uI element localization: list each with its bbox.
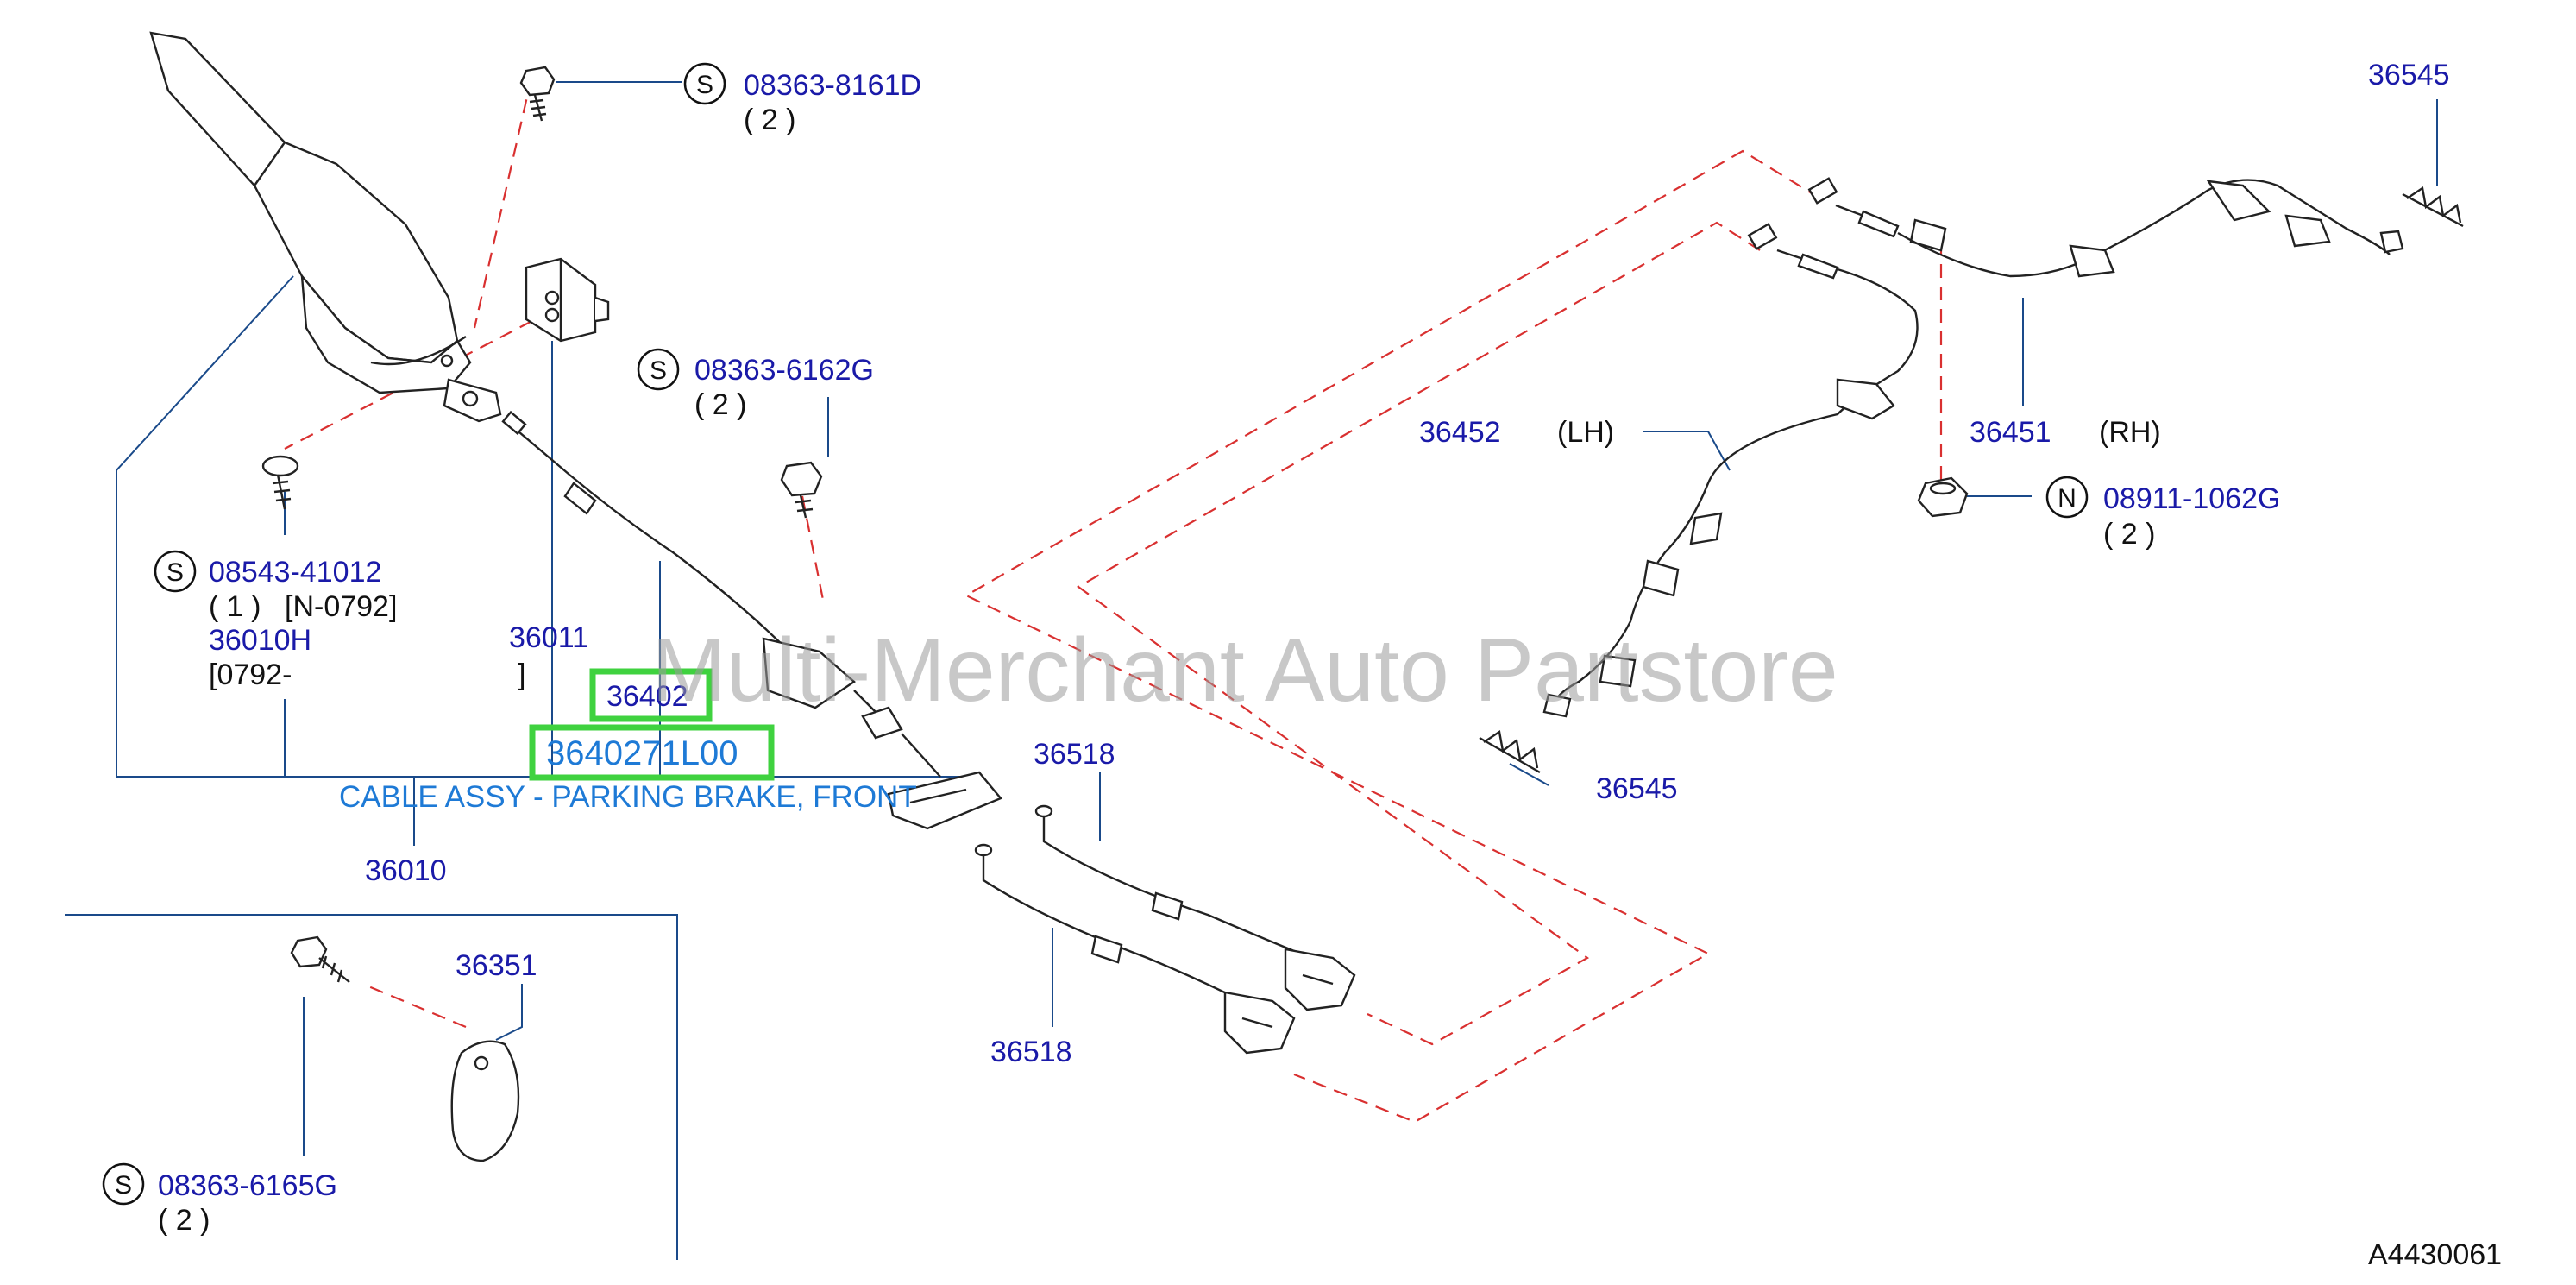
callout-08363-6162g[interactable]: S 08363-6162G ( 2 ) [637, 348, 874, 421]
callout-08363-6165g[interactable]: S 08363-6165G ( 2 ) [102, 1162, 337, 1237]
part-number-36545-upper[interactable]: 36545 [2368, 59, 2450, 91]
part-number-label[interactable]: 08363-6162G [694, 354, 874, 387]
part-number-label[interactable]: 36452 [1419, 416, 1501, 449]
range-label: [0792- [209, 658, 292, 691]
callout-08363-8161d[interactable]: S 08363-8161D ( 2 ) [683, 62, 921, 136]
spring-36545-upper [2402, 186, 2464, 228]
range-end-label: ] [518, 658, 525, 691]
callout-marker-circle [154, 550, 197, 593]
part-number-36011[interactable]: 36011 [509, 621, 588, 654]
part-number-36010[interactable]: 36010 [365, 854, 447, 887]
part-number-label[interactable]: 36010H [209, 624, 311, 657]
quantity-label: ( 2 ) [744, 104, 795, 136]
front-cable-36402 [501, 410, 1002, 830]
part-number-36518-lower[interactable]: 36518 [990, 1036, 1072, 1068]
part-number-36545-lower[interactable]: 36545 [1596, 772, 1678, 805]
highlighted-part[interactable]: 36402 3640271L00 CABLE ASSY - PARKING BR… [339, 668, 917, 814]
link-rod-lower [974, 843, 1296, 1055]
callout-marker-circle [102, 1162, 145, 1206]
screw-icon [261, 455, 299, 510]
part-number-label[interactable]: 08543-41012 [209, 556, 381, 589]
callout-marker-circle [2045, 476, 2089, 519]
bracket-36351 [290, 935, 520, 1162]
spring-36545-lower [1479, 729, 1541, 774]
callout-08911-1062g[interactable]: N 08911-1062G ( 2 ) [2045, 476, 2280, 551]
callout-marker: S [696, 71, 713, 99]
highlight-box-catalog-number [529, 724, 775, 781]
watermark: Multi-Merchant Auto Partstore [651, 620, 1838, 721]
dashed-assembly-lines [284, 77, 1943, 1124]
part-number-label[interactable]: 08911-1062G [2103, 482, 2280, 515]
callout-36010h[interactable]: 36010H [0792- ] [209, 624, 525, 691]
quantity-label: ( 2 ) [2103, 518, 2155, 551]
nut-icon [1917, 476, 1969, 518]
quantity-label: ( 2 ) [158, 1204, 210, 1237]
callout-marker: S [166, 558, 184, 587]
bolt-mid-icon [780, 461, 823, 519]
part-number-label[interactable]: 08363-6165G [158, 1169, 337, 1202]
highlight-catalog-number[interactable]: 3640271L00 [546, 734, 738, 772]
callout-marker: N [2058, 484, 2077, 513]
callout-marker-circle [683, 62, 726, 105]
diagram-reference: A4430061 [2368, 1238, 2502, 1271]
rear-cable-lh-36452 [1542, 223, 1919, 718]
highlight-part-number[interactable]: 36402 [606, 680, 688, 713]
quantity-label: ( 1 ) [209, 590, 261, 623]
bracket-36011 [525, 257, 610, 343]
part-number-label[interactable]: 08363-8161D [744, 69, 921, 102]
parking-brake-lever [149, 31, 502, 423]
part-number-36351[interactable]: 36351 [456, 949, 537, 982]
part-number-label[interactable]: 36451 [1970, 416, 2051, 449]
side-label: (RH) [2099, 416, 2161, 449]
bolt-top-icon [519, 66, 556, 122]
callout-36451[interactable]: 36451 (RH) [1970, 416, 2161, 449]
callout-36452[interactable]: 36452 (LH) [1419, 416, 1614, 449]
callout-marker: S [650, 356, 667, 385]
side-label: (LH) [1557, 416, 1614, 449]
rear-cable-rh-36451 [1807, 177, 2404, 278]
callout-08543-41012[interactable]: S 08543-41012 ( 1 ) [N-0792] [154, 550, 397, 623]
highlight-box-part-number [589, 668, 713, 722]
link-rod-upper [1034, 804, 1356, 1011]
part-number-36518-upper[interactable]: 36518 [1034, 738, 1115, 771]
quantity-label: ( 2 ) [694, 388, 746, 421]
leader-lines [65, 81, 2438, 1260]
highlight-description: CABLE ASSY - PARKING BRAKE, FRONT [339, 780, 917, 814]
callout-marker-circle [637, 348, 680, 391]
callout-marker: S [115, 1171, 132, 1200]
range-label: [N-0792] [285, 590, 397, 623]
